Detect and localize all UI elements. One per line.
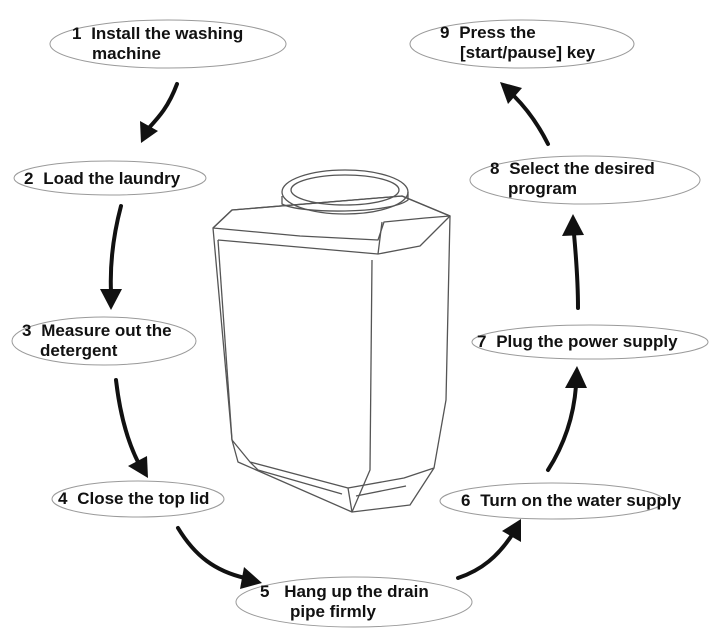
step-1-number: 1 — [72, 24, 81, 43]
step-2-line-1: Load the laundry — [43, 169, 181, 188]
step-3-line-1: Measure out the — [41, 321, 171, 340]
step-6-line-1: Turn on the water supply — [480, 491, 681, 510]
step-9-line-1: Press the — [459, 23, 536, 42]
step-8-line-2: program — [508, 179, 577, 198]
arrow-7-to-8 — [562, 214, 584, 310]
flow-arrows — [100, 82, 587, 589]
step-9-ellipse — [409, 19, 635, 69]
step-ellipses — [11, 19, 709, 628]
step-6-number: 6 — [461, 491, 470, 510]
step-6-label: 6 Turn on the water supply — [461, 491, 682, 510]
step-5-line-2: pipe firmly — [290, 602, 377, 621]
arrow-6-to-7 — [546, 366, 587, 472]
step-7-line-1: Plug the power supply — [496, 332, 678, 351]
step-3-ellipse — [11, 316, 197, 366]
step-7-number: 7 — [477, 332, 486, 351]
arrow-4-to-5 — [176, 526, 262, 589]
step-1-ellipse — [49, 19, 287, 69]
arrow-3-to-4 — [114, 378, 148, 478]
step-4-line-1: Close the top lid — [77, 489, 209, 508]
step-5-label: 5 Hang up the drain pipe firmly — [260, 582, 433, 621]
top-load-washing-machine-icon — [212, 169, 451, 513]
step-1-label: 1 Install the washing machine — [72, 24, 248, 63]
step-8-line-1: Select the desired — [509, 159, 655, 178]
arrow-8-to-9 — [500, 82, 550, 146]
step-2-number: 2 — [24, 169, 33, 188]
step-9-line-2: [start/pause] key — [460, 43, 596, 62]
step-4-label: 4 Close the top lid — [58, 489, 209, 508]
arrow-2-to-3 — [100, 204, 123, 310]
arrow-1-to-2 — [140, 82, 179, 143]
step-3-line-2: detergent — [40, 341, 118, 360]
step-5-ellipse — [235, 576, 473, 628]
step-8-label: 8 Select the desired program — [490, 159, 659, 198]
step-9-label: 9 Press the [start/pause] key — [440, 23, 596, 62]
step-7-label: 7 Plug the power supply — [477, 332, 678, 351]
step-4-number: 4 — [58, 489, 68, 508]
step-3-label: 3 Measure out the detergent — [22, 321, 176, 360]
step-4-ellipse — [51, 480, 225, 518]
step-7-ellipse — [471, 324, 709, 360]
step-2-label: 2 Load the laundry — [24, 169, 181, 188]
step-3-number: 3 — [22, 321, 31, 340]
arrow-5-to-6 — [456, 519, 521, 580]
step-5-line-1: Hang up the drain — [284, 582, 429, 601]
step-8-number: 8 — [490, 159, 499, 178]
step-2-ellipse — [13, 160, 207, 196]
step-6-ellipse — [439, 482, 665, 520]
step-1-line-2: machine — [92, 44, 161, 63]
step-8-ellipse — [469, 155, 701, 205]
step-labels: 1 Install the washing machine 2 Load the… — [22, 23, 682, 621]
step-1-line-1: Install the washing — [91, 24, 243, 43]
step-5-number: 5 — [260, 582, 269, 601]
step-9-number: 9 — [440, 23, 449, 42]
